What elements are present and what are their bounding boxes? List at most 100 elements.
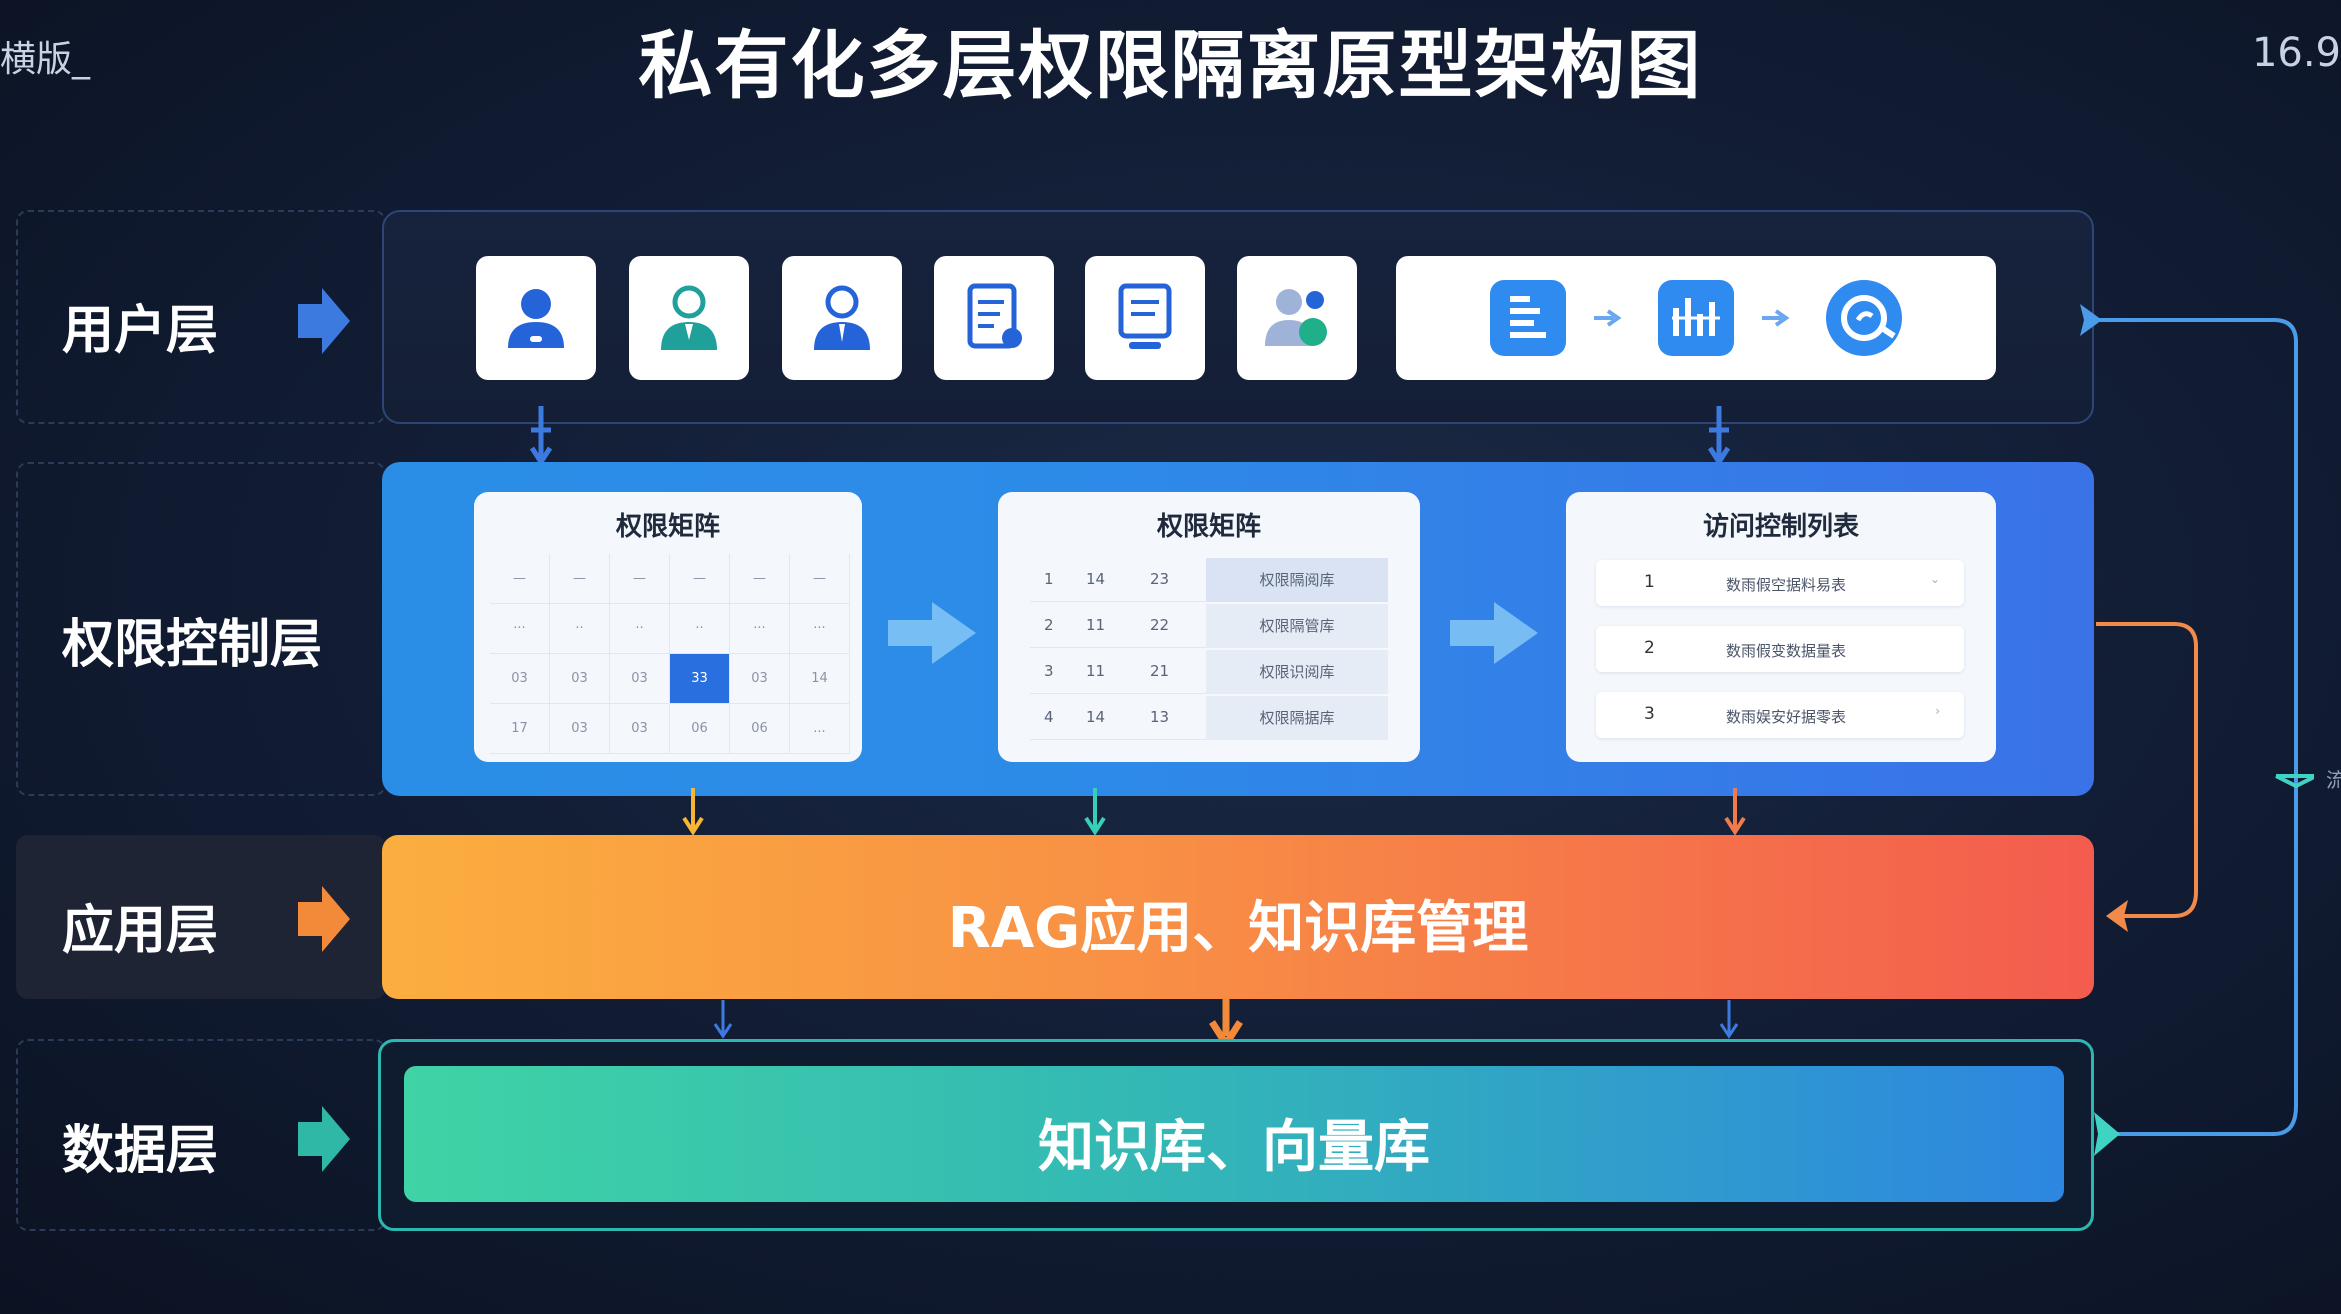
manager-icon bbox=[814, 285, 870, 350]
permission-to-app-arrow-icon bbox=[1724, 788, 1746, 836]
matrix-table-name-cell: 权限识阅库 bbox=[1206, 650, 1388, 694]
acl-row-label: 数雨假空据料易表 bbox=[1726, 576, 1847, 594]
acl-row-label: 数雨假变数据量表 bbox=[1726, 642, 1847, 660]
matrix-grid-cell: 03 bbox=[490, 654, 550, 704]
matrix-grid-cell: — bbox=[670, 554, 730, 604]
matrix-grid-cell: — bbox=[610, 554, 670, 604]
user-layer-label: 用户层 bbox=[62, 301, 219, 361]
matrix-table-name-cell: 权限隔阅库 bbox=[1206, 558, 1388, 602]
matrix-table-row[interactable]: 4 14 13 权限隔据库 bbox=[1030, 696, 1388, 740]
matrix-grid-cell: ·· bbox=[550, 604, 610, 654]
workflow-card[interactable] bbox=[1396, 256, 1996, 380]
user-card-5[interactable] bbox=[1085, 256, 1205, 380]
matrix-grid-cell: — bbox=[550, 554, 610, 604]
matrix-grid-cell: 06 bbox=[730, 704, 790, 754]
matrix-grid-cell: 17 bbox=[490, 704, 550, 754]
user-card-4[interactable] bbox=[934, 256, 1054, 380]
search-icon bbox=[1826, 280, 1902, 356]
feedback-arrowhead-user bbox=[2080, 304, 2102, 336]
matrix-table-name-cell: 权限隔据库 bbox=[1206, 696, 1388, 740]
matrix-table-cell: 11 bbox=[1086, 662, 1106, 680]
user-icon bbox=[508, 289, 564, 348]
flow-arrow-icon bbox=[888, 602, 976, 664]
user-card-6[interactable] bbox=[1237, 256, 1357, 380]
acl-row-number: 2 bbox=[1644, 638, 1655, 658]
permission-to-app-arrow-icon bbox=[682, 788, 704, 836]
employee-icon bbox=[661, 285, 717, 350]
acl-card[interactable]: 访问控制列表 1 数雨假空据料易表 ⌄ 2 数雨假变数据量表 3 数雨娱安好据零表 › bbox=[1566, 492, 1996, 762]
matrix-table-cell: 11 bbox=[1086, 616, 1106, 634]
user-card-1[interactable] bbox=[476, 256, 596, 380]
matrix-grid-cell: 03 bbox=[610, 704, 670, 754]
flow-arrow-icon bbox=[1450, 602, 1538, 664]
feedback-arrowhead-app bbox=[2106, 900, 2128, 932]
flow-arrow-icon bbox=[1762, 309, 1790, 327]
matrix-grid-cell: 33 bbox=[670, 654, 730, 704]
matrix-grid-cell: 14 bbox=[790, 654, 850, 704]
right-edge-text: 流 bbox=[2326, 768, 2341, 792]
acl-row[interactable]: 3 数雨娱安好据零表 › bbox=[1596, 692, 1964, 738]
app-layer-label: 应用层 bbox=[62, 901, 219, 961]
data-layer-bar[interactable]: 知识库、向量库 bbox=[404, 1066, 2064, 1202]
feedback-connector-lines bbox=[2080, 304, 2314, 1156]
user-to-permission-arrow-icon bbox=[529, 406, 553, 466]
data-layer-label: 数据层 bbox=[62, 1121, 219, 1181]
matrix-grid-cell: ... bbox=[790, 704, 850, 754]
permission-layer-label: 权限控制层 bbox=[62, 615, 323, 675]
matrix-grid-cell: — bbox=[790, 554, 850, 604]
matrix-table-cell: 1 bbox=[1044, 570, 1054, 588]
matrix-table-cell: 13 bbox=[1150, 708, 1170, 726]
aspect-ratio-label: 16.9 bbox=[2251, 30, 2341, 76]
acl-row[interactable]: 1 数雨假空据料易表 ⌄ bbox=[1596, 560, 1964, 606]
data-layer-arrow-icon bbox=[298, 1106, 350, 1172]
acl-row[interactable]: 2 数雨假变数据量表 bbox=[1596, 626, 1964, 672]
user-card-3[interactable] bbox=[782, 256, 902, 380]
matrix-grid-cell: ··· bbox=[490, 604, 550, 654]
flow-arrow-icon bbox=[1594, 309, 1622, 327]
user-group-icon bbox=[1265, 289, 1327, 346]
matrix-grid-cell: 06 bbox=[670, 704, 730, 754]
matrix-table-cell: 23 bbox=[1150, 570, 1170, 588]
user-to-permission-arrow-icon bbox=[1707, 406, 1731, 466]
matrix-table-cell: 14 bbox=[1086, 708, 1106, 726]
matrix-grid-cell: 03 bbox=[550, 704, 610, 754]
matrix-grid-cell: 03 bbox=[730, 654, 790, 704]
matrix-table-title: 权限矩阵 bbox=[1156, 512, 1261, 542]
matrix-grid-cell: ·· bbox=[670, 604, 730, 654]
app-to-data-arrow-icon bbox=[1719, 1000, 1739, 1039]
monitor-icon bbox=[1118, 283, 1172, 349]
feedback-arrowhead-data bbox=[2094, 1112, 2120, 1156]
app-layer-arrow-icon bbox=[298, 886, 350, 952]
application-layer-text: RAG应用、知识库管理 bbox=[947, 896, 1529, 961]
matrix-table-cell: 22 bbox=[1150, 616, 1170, 634]
matrix-table-row[interactable]: 1 14 23 权限隔阅库 bbox=[1030, 558, 1388, 602]
matrix-table-cell: 3 bbox=[1044, 662, 1054, 680]
application-layer-panel[interactable]: RAG应用、知识库管理 bbox=[382, 835, 2094, 999]
chevron-icon: ⌄ bbox=[1929, 572, 1940, 586]
matrix-grid-cell: ··· bbox=[730, 604, 790, 654]
acl-row-number: 1 bbox=[1644, 572, 1655, 592]
acl-row-number: 3 bbox=[1644, 704, 1655, 724]
matrix-table-name-cell: 权限隔管库 bbox=[1206, 604, 1388, 648]
permission-to-app-arrow-icon bbox=[1084, 788, 1106, 836]
matrix-grid-cell: 03 bbox=[610, 654, 670, 704]
matrix-table-cell: 14 bbox=[1086, 570, 1106, 588]
page-title: 私有化多层权限隔离原型架构图 bbox=[638, 23, 1703, 109]
chevron-icon: › bbox=[1935, 704, 1940, 718]
matrix-grid-cell: ··· bbox=[790, 604, 850, 654]
data-layer-text: 知识库、向量库 bbox=[1038, 1115, 1430, 1180]
user-card-2[interactable] bbox=[629, 256, 749, 380]
process-icon bbox=[1658, 280, 1734, 356]
matrix-grid-cell: ·· bbox=[610, 604, 670, 654]
matrix-grid-cell: 03 bbox=[550, 654, 610, 704]
user-layer-arrow-icon bbox=[298, 288, 350, 354]
app-to-data-arrow-icon bbox=[713, 1000, 733, 1039]
matrix-table-cell: 4 bbox=[1044, 708, 1054, 726]
acl-row-label: 数雨娱安好据零表 bbox=[1726, 708, 1847, 726]
version-label: 横版_ bbox=[0, 39, 91, 80]
acl-title: 访问控制列表 bbox=[1702, 512, 1859, 542]
